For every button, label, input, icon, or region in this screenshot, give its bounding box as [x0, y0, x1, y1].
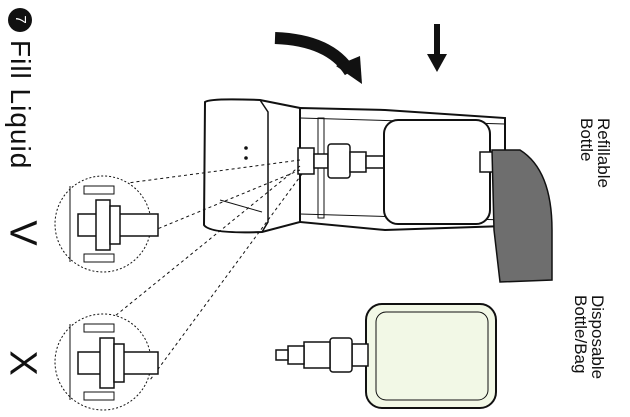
disposable-label-line2: Bottle/Bag	[571, 295, 590, 374]
wrong-mark: X	[1, 350, 44, 376]
dispenser-lid	[202, 98, 301, 234]
disposable-label-line1: Disposable	[588, 295, 607, 380]
insert-down-arrow-icon	[427, 24, 447, 72]
step-title: 7 Fill Liquid	[5, 8, 36, 170]
detail-leader-lines	[114, 159, 303, 381]
refillable-bottle	[383, 119, 553, 283]
detail-wrong-install	[54, 313, 159, 411]
refillable-bottle-label: Refillable Bottle	[577, 118, 613, 188]
disposable-bottle-label: Disposable Bottle/Bag	[571, 295, 607, 380]
step-title-text: Fill Liquid	[5, 40, 36, 170]
detail-correct-install	[54, 175, 159, 273]
refillable-label-line1: Refillable	[594, 118, 613, 188]
disposable-bottle	[275, 303, 497, 409]
rotate-arrow-icon	[274, 32, 362, 84]
refillable-label-line2: Bottle	[577, 118, 596, 162]
correct-mark: V	[1, 220, 44, 246]
step-number-badge: 7	[8, 8, 32, 32]
